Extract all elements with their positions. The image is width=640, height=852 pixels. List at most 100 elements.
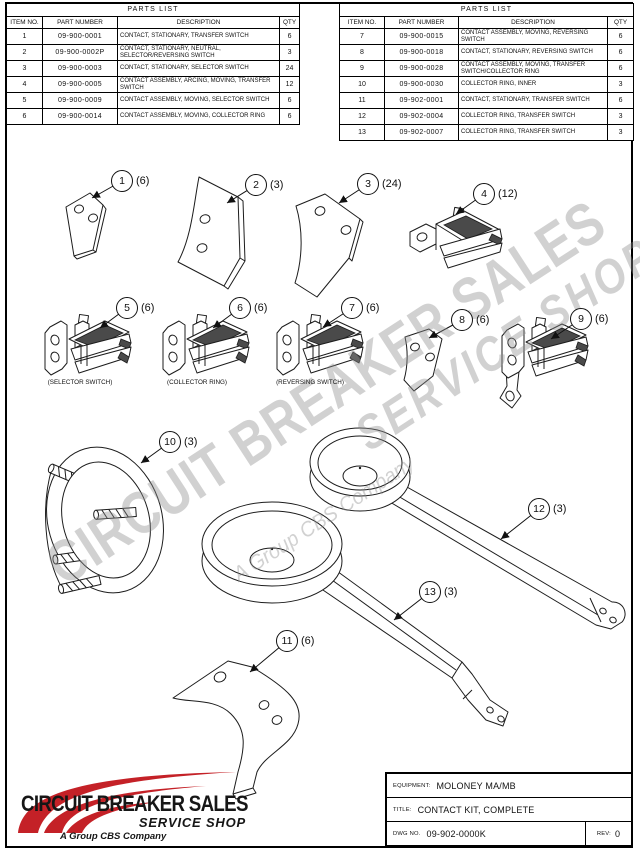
table-cell: 09-900-0015 [384, 28, 459, 45]
logo-tagline: A Group CBS Company [60, 831, 167, 842]
title-block-equipment-row: EQUIPMENT: MOLONEY MA/MB [387, 774, 631, 798]
label-reversing-switch: (REVERSING SWITCH) [276, 379, 344, 386]
balloon-1: 1(6) [111, 170, 149, 192]
balloon-qty: (6) [301, 635, 315, 647]
table-cell: 09-900-0002P [42, 44, 118, 61]
balloon-number: 8 [451, 309, 473, 331]
table-cell: CONTACT ASSEMBLY, ARCING, MOVING, TRANSF… [117, 76, 280, 93]
title-block-title-row: TITLE: CONTACT KIT, COMPLETE [387, 798, 631, 822]
balloon-13: 13(3) [419, 581, 457, 603]
balloon-number: 10 [159, 431, 181, 453]
balloon-number: 2 [245, 174, 267, 196]
balloon-qty: (12) [498, 188, 518, 200]
table-title-row: PARTS LIST [5, 3, 301, 17]
balloon-qty: (3) [553, 503, 567, 515]
table-cell: 09-902-0007 [384, 124, 459, 141]
table-cell: 9 [339, 60, 385, 77]
table-cell: 6 [278, 28, 301, 45]
title-block-dwg-row: DWG NO. 09-902-0000K REV: 0 [387, 822, 631, 845]
balloon-qty: (24) [382, 178, 402, 190]
balloon-number: 6 [229, 297, 251, 319]
balloon-3: 3(24) [357, 173, 402, 195]
balloon-11: 11(6) [276, 630, 314, 652]
balloon-qty: (6) [254, 302, 268, 314]
balloon-7: 7(6) [341, 297, 379, 319]
table-cell: COLLECTOR RING, TRANSFER SWITCH [458, 108, 608, 125]
balloon-5: 5(6) [116, 297, 154, 319]
balloon-number: 11 [276, 630, 298, 652]
part-4-drawing [409, 206, 503, 269]
title-value: CONTACT KIT, COMPLETE [417, 804, 535, 815]
table-cell: CONTACT ASSEMBLY, MOVING, TRANSFER SWITC… [458, 60, 608, 77]
logo-name: CIRCUIT BREAKER SALES [21, 791, 248, 816]
table-cell: CONTACT ASSEMBLY, MOVING, SELECTOR SWITC… [117, 92, 280, 109]
table-cell: CONTACT, STATIONARY, TRANSFER SWITCH [458, 92, 608, 109]
table-cell: 09-900-0009 [42, 92, 118, 109]
table-cell: COLLECTOR RING, TRANSFER SWITCH [458, 124, 608, 141]
table-cell: 09-902-0004 [384, 108, 459, 125]
logo-subtitle: SERVICE SHOP [138, 815, 246, 830]
table-cell: 8 [339, 44, 385, 61]
balloon-number: 1 [111, 170, 133, 192]
table-cell: 6 [278, 92, 301, 109]
table-title: PARTS LIST [338, 3, 635, 17]
part-2-drawing [177, 176, 246, 290]
table-cell: 09-900-0030 [384, 76, 459, 93]
part-11-drawing [172, 660, 300, 800]
sheet-border-frame [5, 2, 633, 848]
balloon-qty: (3) [444, 586, 458, 598]
table-cell: 13 [339, 124, 385, 141]
table-cell: 3 [606, 76, 635, 93]
title-block: EQUIPMENT: MOLONEY MA/MB TITLE: CONTACT … [385, 772, 633, 847]
table-cell: 3 [606, 124, 635, 141]
column-header: PART NUMBER [42, 16, 118, 29]
table-cell: CONTACT, STATIONARY, SELECTOR SWITCH [117, 60, 280, 77]
label-selector-switch: (SELECTOR SWITCH) [47, 379, 113, 386]
table-cell: 09-902-0001 [384, 92, 459, 109]
balloon-number: 5 [116, 297, 138, 319]
column-header: DESCRIPTION [458, 16, 608, 29]
table-cell: 09-900-0005 [42, 76, 118, 93]
table-cell: 6 [606, 92, 635, 109]
balloon-qty: (6) [476, 314, 490, 326]
balloon-qty: (6) [366, 302, 380, 314]
balloon-12: 12(3) [528, 498, 566, 520]
table-cell: CONTACT, STATIONARY, REVERSING SWITCH [458, 44, 608, 61]
balloon-number: 9 [570, 308, 592, 330]
rev-value: 0 [614, 828, 621, 839]
company-logo: CIRCUIT BREAKER SALES SERVICE SHOP A Gro… [8, 763, 262, 847]
dwg-label: DWG NO. [393, 830, 421, 837]
table-cell: 6 [606, 44, 635, 61]
table-cell: 24 [278, 60, 301, 77]
balloon-number: 4 [473, 183, 495, 205]
balloon-10: 10(3) [159, 431, 197, 453]
equipment-value: MOLONEY MA/MB [436, 780, 516, 791]
table-cell: 09-900-0018 [384, 44, 459, 61]
label-collector-ring: (COLLECTOR RING) [166, 379, 228, 386]
rev-label: REV: [596, 830, 611, 837]
title-label: TITLE: [393, 806, 412, 813]
rev-cell: REV: 0 [585, 822, 631, 845]
part-10-drawing [45, 446, 164, 595]
balloon-number: 3 [357, 173, 379, 195]
column-header: ITEM NO. [339, 16, 385, 29]
equipment-label: EQUIPMENT: [393, 782, 431, 789]
column-header: QTY [606, 16, 635, 29]
balloon-4: 4(12) [473, 183, 518, 205]
table-title: PARTS LIST [5, 3, 301, 17]
table-cell: 11 [339, 92, 385, 109]
